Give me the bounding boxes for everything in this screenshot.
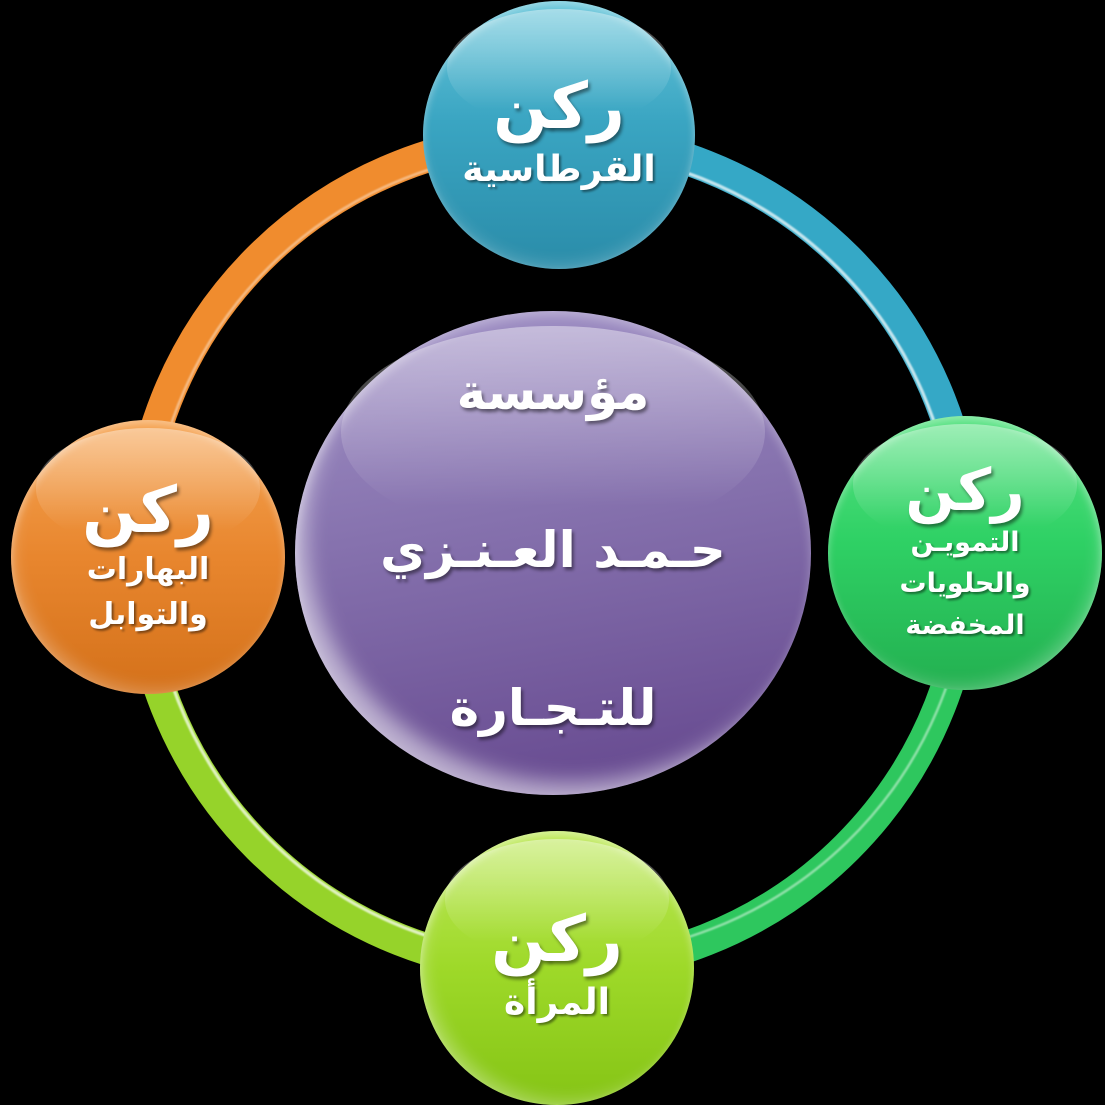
node-subtitle-line2: والتوابل: [88, 596, 208, 632]
node-subtitle: القرطاسية: [462, 148, 656, 190]
gloss-highlight: [341, 325, 765, 539]
node-subtitle: المرأة: [504, 981, 610, 1023]
node-title: ركن: [493, 70, 625, 145]
node-stationery-corner: ركن القرطاسية: [423, 1, 695, 269]
node-subtitle-line3: المخفضة: [905, 610, 1025, 642]
center-node-company: مؤسسة حـمـد العـنـزي للتـجـارة: [295, 311, 811, 795]
node-catering-sweets-corner: ركن التمويـن والحلويات المخفضة: [828, 416, 1102, 690]
node-title: ركن: [82, 474, 214, 549]
node-subtitle-line1: البهارات: [86, 551, 210, 587]
node-subtitle-line2: والحلويات: [899, 568, 1031, 600]
node-title: ركن: [905, 455, 1025, 524]
node-spices-corner: ركن البهارات والتوابل: [11, 420, 285, 694]
node-subtitle-line1: التمويـن: [910, 526, 1020, 558]
company-name-line3: للتـجـارة: [449, 679, 657, 737]
node-title: ركن: [491, 903, 623, 978]
company-name-line1: مؤسسة: [456, 363, 650, 421]
node-womens-corner: ركن المرأة: [420, 831, 694, 1105]
company-name-line2: حـمـد العـنـزي: [380, 521, 726, 579]
